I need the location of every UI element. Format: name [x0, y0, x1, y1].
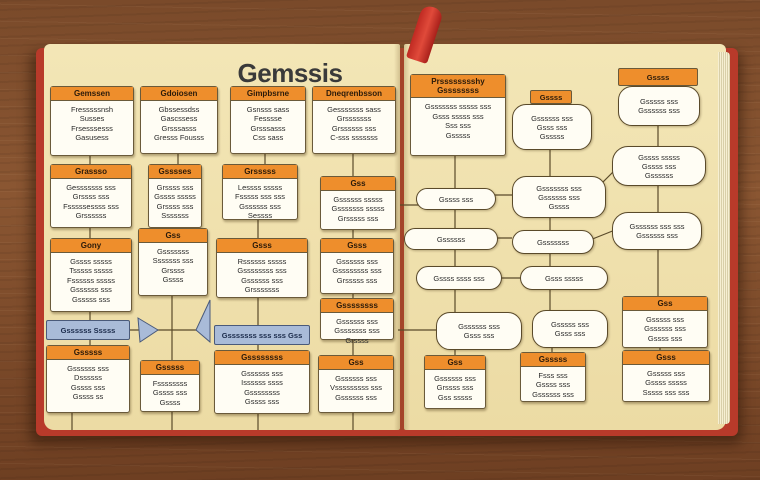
card-body: Gsssss sss Gssss sssss Sssss sss sss — [642, 369, 690, 397]
card-body: Grssss sss Gssss sssss Grssss sss Ssssss… — [154, 183, 196, 221]
chart-card: Grassso Gesssssss sss Grssss sss Fssssse… — [50, 164, 132, 228]
card-header: Gssssssss — [215, 351, 309, 365]
chart-card: Gony Gssss sssss Tsssss sssss Fssssss ss… — [50, 238, 132, 312]
chart-card: Grsssss Lessss sssss Fsssss sss sss Gsss… — [222, 164, 298, 220]
arrow-shape — [137, 317, 159, 343]
blue-label: Gssssss Sssss — [46, 320, 130, 340]
flow-node: Gsssssss — [512, 230, 594, 254]
flow-node: Gsssss sss Gsss sss — [532, 310, 608, 348]
chart-card: Gss Gssssss sssss Gsssssss sssss Grsssss… — [320, 176, 396, 230]
flow-node: Gsssssss sss Gssssss sss Gssss — [512, 176, 606, 218]
card-body: Gesssssss sass Grsssssss Grssssss sss C-… — [327, 105, 381, 143]
flow-node: Gssss ssss sss — [416, 266, 502, 290]
chart-card: Gsss Rssssss sssss Gssssssss sss Gssssss… — [216, 238, 308, 298]
chart-card: Gsss Gssssss sss Gssssssss sss Grsssss s… — [320, 238, 394, 294]
card-header: Gsss — [217, 239, 307, 253]
card-body: Fssssssss Gssss sss Gssss — [152, 379, 188, 407]
card-header: Prsssssssshy Gssssssss — [411, 75, 505, 99]
chart-card: Gsssss Fssssssss Gssss sss Gssss — [140, 360, 200, 412]
flow-node: Gssss sss — [416, 188, 496, 210]
card-header: Gemssen — [51, 87, 133, 101]
flow-node: Gssssss — [404, 228, 498, 250]
chart-card: Prsssssssshy Gssssssss Gsssssss sssss ss… — [410, 74, 506, 156]
chart-card: Dneqrenbsson Gesssssss sass Grsssssss Gr… — [312, 86, 396, 154]
card-body: Rssssss sssss Gssssssss sss Gssssss sss … — [237, 257, 287, 295]
card-header: Gss — [425, 356, 485, 370]
card-header: Gss — [139, 229, 207, 243]
chart-card: Gsssses Grssss sss Gssss sssss Grssss ss… — [148, 164, 202, 228]
card-header: Gssssssss — [321, 299, 393, 313]
card-header: Gony — [51, 239, 131, 253]
card-header: Gsssss — [47, 346, 129, 360]
card-body: Gsssssss Sssssss sss Grssss Gssss — [152, 247, 194, 285]
card-body: Gesssssss sss Grssss sss Fsssssessss sss… — [63, 183, 119, 221]
card-body: Gssssss sss Issssss ssss Gssssssss Gssss… — [241, 369, 283, 407]
card-header: Gsssss — [141, 361, 199, 375]
card-body: Gssssss sss Gsssssss sss Grssss — [334, 317, 380, 345]
card-body: Gsssss sss Gssssss sss Gssss sss — [644, 315, 686, 343]
chart-card: Gemssen Fresssssnsh Susses Frsesssesss G… — [50, 86, 134, 156]
flow-node: Gssss sssss Gssss sss Gssssss — [612, 146, 706, 186]
card-header: Gsss — [623, 351, 709, 365]
card-header: Gsssss — [521, 353, 585, 367]
flow-node: Gssssss sss sss Gssssss sss — [612, 212, 702, 250]
blue-label: Gsssssss sss sss Gss — [214, 325, 310, 345]
page-edges — [718, 52, 730, 424]
card-body: Gssssss sss Gssssssss sss Grsssss sss — [332, 257, 382, 285]
chart-card: Gsssss Fsss sss Gssss sss Gssssss sss — [520, 352, 586, 402]
card-body: Gsnsss sass Fesssse Grsssasss Css sass — [246, 105, 290, 143]
book-gutter — [394, 44, 410, 430]
card-header: Gss — [623, 297, 707, 311]
chart-tag: Gssss — [618, 68, 698, 86]
card-header: Gss — [321, 177, 395, 191]
card-body: Gssssss sss Grssss sss Gss sssss — [434, 374, 476, 402]
card-body: Gssss sssss Tsssss sssss Fssssss sssss G… — [67, 257, 115, 304]
flow-node: Gsssss sss Gssssss sss — [618, 86, 700, 126]
card-header: Gdoiosen — [141, 87, 217, 101]
chart-card: Gss Gsssss sss Gssssss sss Gssss sss — [622, 296, 708, 348]
chart-tag: Gssss — [530, 90, 572, 104]
chart-card: Gssssssss Gssssss sss Gsssssss sss Grsss… — [320, 298, 394, 345]
card-body: Gssssss sss Vsssssssss sss Gssssss sss — [329, 374, 383, 402]
chart-card: Gss Gssssss sss Vsssssssss sss Gssssss s… — [318, 355, 394, 413]
card-body: Fsss sss Gssss sss Gssssss sss — [532, 371, 574, 399]
card-header: Gsss — [321, 239, 393, 253]
card-header: Dneqrenbsson — [313, 87, 395, 101]
card-header: Gsssses — [149, 165, 201, 179]
chart-card: Gssssssss Gssssss sss Issssss ssss Gssss… — [214, 350, 310, 414]
chart-card: Gdoiosen Gbssessdss Gascssess Grsssasss … — [140, 86, 218, 154]
flow-node: Gssssss sss Gsss sss Gsssss — [512, 104, 592, 150]
chart-card: Gsss Gsssss sss Gssss sssss Sssss sss ss… — [622, 350, 710, 402]
card-body: Lessss sssss Fsssss sss sss Gssssss sss … — [235, 183, 285, 221]
card-body: Gbssessdss Gascssess Grsssasss Gresss Fo… — [153, 105, 204, 143]
card-header: Gimpbsrne — [231, 87, 305, 101]
chart-card: Gimpbsrne Gsnsss sass Fesssse Grsssasss … — [230, 86, 306, 154]
chart-card: Gss Gssssss sss Grssss sss Gss sssss — [424, 355, 486, 409]
card-header: Grsssss — [223, 165, 297, 179]
card-header: Gss — [319, 356, 393, 370]
arrow-shape — [195, 299, 211, 344]
flow-node: Gssssss sss Gsss sss — [436, 312, 522, 350]
card-body: Gssssss sss Dssssss Gssss sss Gssss ss — [67, 364, 109, 402]
card-header: Grassso — [51, 165, 131, 179]
chart-card: Gss Gsssssss Sssssss sss Grssss Gssss — [138, 228, 208, 296]
card-body: Gssssss sssss Gsssssss sssss Grsssss sss — [331, 195, 385, 223]
card-body: Gsssssss sssss sss Gsss sssss sss Sss ss… — [424, 102, 492, 140]
flow-node: Gsss sssss — [520, 266, 608, 290]
chart-card: Gsssss Gssssss sss Dssssss Gssss sss Gss… — [46, 345, 130, 413]
page-title: Gemssis — [237, 58, 343, 88]
card-body: Fresssssnsh Susses Frsesssesss Gasusess — [70, 105, 114, 143]
